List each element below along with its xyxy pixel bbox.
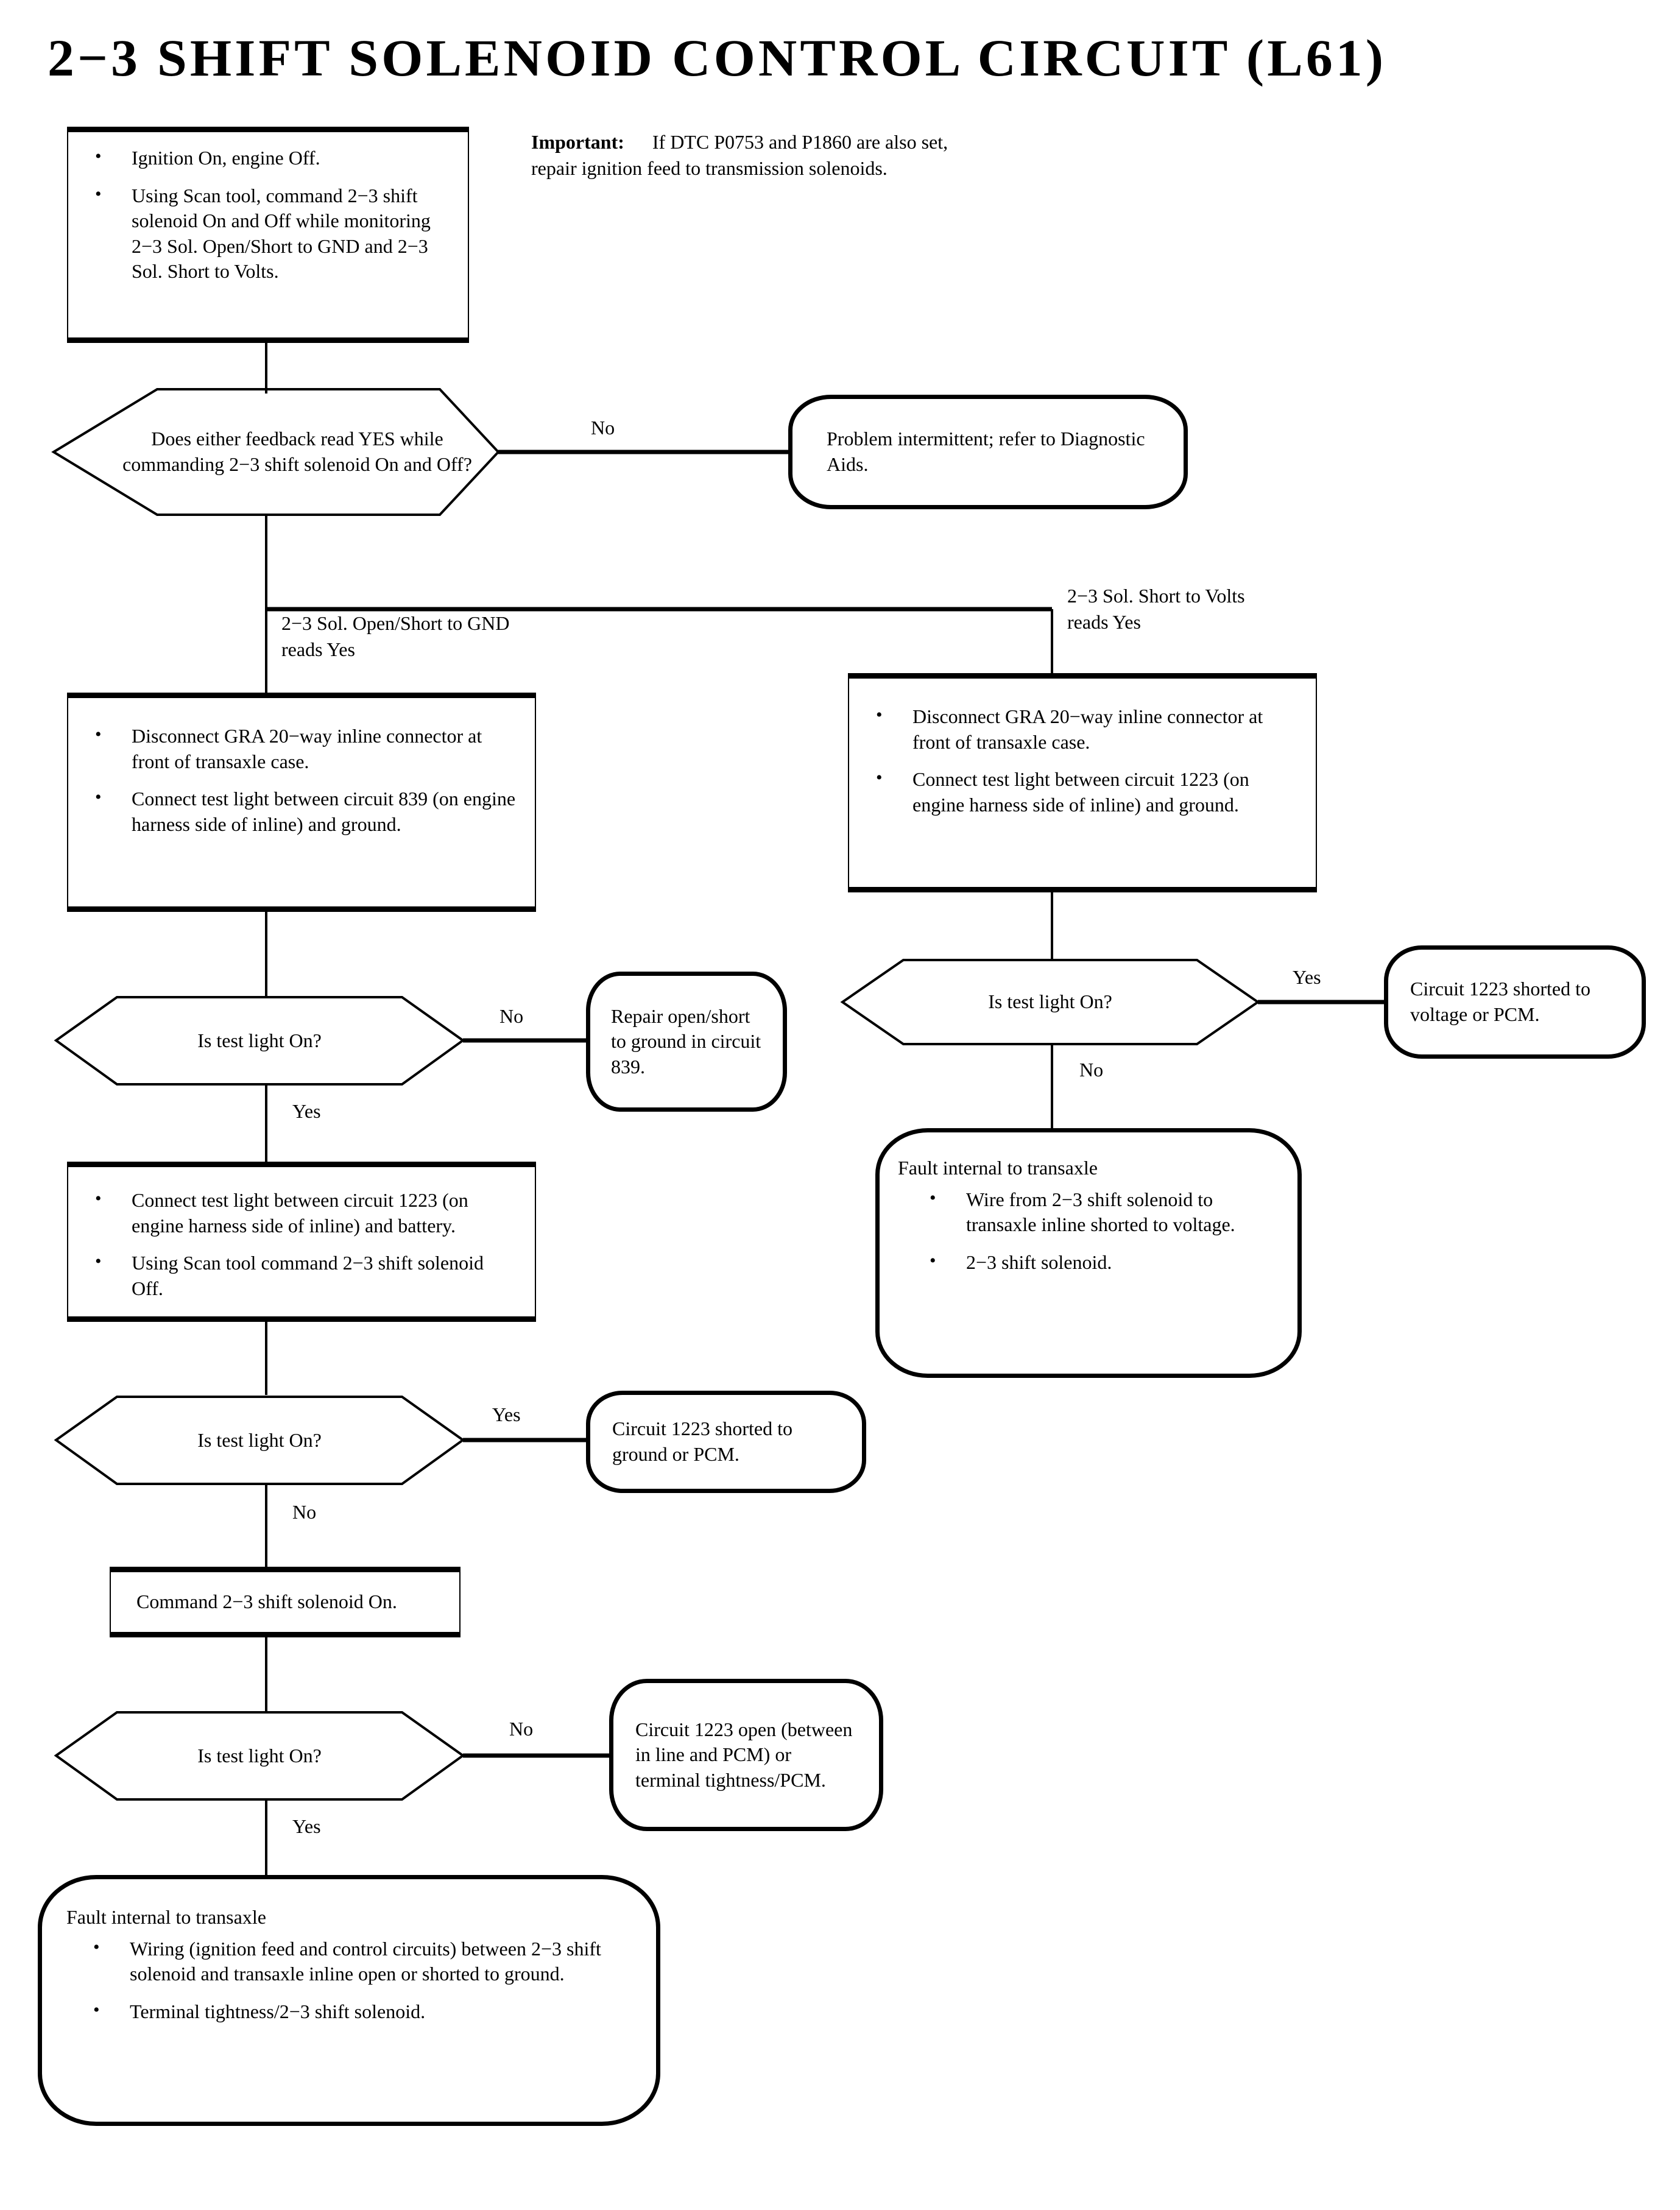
left-disconnect-bullets: Disconnect GRA 20−way inline connector a… — [84, 722, 519, 837]
terminal-label: Circuit 1223 open (between in line and P… — [635, 1718, 853, 1791]
decision-label: Is test light On? — [197, 1744, 322, 1767]
edge-label-branch-gnd: 2−3 Sol. Open/Short to GND reads Yes — [281, 610, 510, 663]
node-fault-right[interactable]: Fault internal to transaxle Wire from 2−… — [875, 1128, 1302, 1378]
edge-label-left1-no: No — [499, 1006, 523, 1026]
edge-text: Yes — [1293, 966, 1321, 988]
fault-bottom-bullets: Wiring (ignition feed and control circui… — [66, 1935, 632, 2025]
decision-label: Is test light On? — [197, 1428, 322, 1451]
edge-text: No — [499, 1005, 524, 1027]
edge-text: No — [591, 417, 615, 439]
node-left-connect-battery[interactable]: Connect test light between circuit 1223 … — [67, 1162, 536, 1322]
edge-text: No — [292, 1501, 317, 1523]
node-left-decision-2[interactable]: Is test light On? — [117, 1397, 402, 1484]
list-item: 2−3 shift solenoid. — [919, 1249, 1279, 1276]
start-bullets: Ignition On, engine Off. Using Scan tool… — [84, 144, 452, 284]
decision-label: Does either feedback read YES while comm… — [122, 428, 472, 475]
node-repair-839[interactable]: Repair open/short to ground in circuit 8… — [586, 972, 787, 1112]
edge-label-right1-no: No — [1079, 1060, 1103, 1079]
list-item: Connect test light between circuit 839 (… — [84, 785, 519, 837]
list-item: Wiring (ignition feed and control circui… — [82, 1935, 632, 1987]
edge-label-left2-yes: Yes — [492, 1405, 521, 1424]
important-label: Important: — [531, 131, 624, 153]
edge-label-no-feedback: No — [591, 418, 615, 437]
terminal-label: Circuit 1223 shorted to ground or PCM. — [612, 1417, 792, 1465]
terminal-label: Repair open/short to ground in circuit 8… — [611, 1004, 761, 1078]
edge-label-left3-yes: Yes — [292, 1816, 321, 1836]
list-item: Wire from 2−3 shift solenoid to transaxl… — [919, 1186, 1279, 1238]
node-fault-bottom[interactable]: Fault internal to transaxle Wiring (igni… — [38, 1875, 660, 2126]
list-item: Ignition On, engine Off. — [84, 144, 452, 171]
important-line-2: repair ignition feed to transmission sol… — [531, 157, 888, 179]
edge-text: Yes — [292, 1100, 321, 1122]
node-open-1223[interactable]: Circuit 1223 open (between in line and P… — [609, 1679, 883, 1831]
node-short-to-voltage[interactable]: Circuit 1223 shorted to voltage or PCM. — [1384, 945, 1646, 1059]
list-item: Connect test light between circuit 1223 … — [865, 766, 1300, 817]
edge-label-left3-no: No — [509, 1719, 533, 1739]
edge-text: Yes — [492, 1403, 521, 1425]
list-item: Terminal tightness/2−3 shift solenoid. — [82, 1998, 632, 2025]
decision-label: Is test light On? — [988, 990, 1112, 1013]
edge-label-branch-volts: 2−3 Sol. Short to Volts reads Yes — [1067, 583, 1245, 635]
terminal-label: Problem intermittent; refer to Diagnosti… — [827, 428, 1145, 475]
process-label: Command 2−3 shift solenoid On. — [136, 1590, 397, 1613]
edge-text: No — [1079, 1059, 1104, 1081]
edge-text-line2: reads Yes — [1067, 610, 1141, 633]
edge-text: No — [509, 1718, 534, 1740]
node-start[interactable]: Ignition On, engine Off. Using Scan tool… — [67, 127, 469, 343]
fault-bottom-header: Fault internal to transaxle — [66, 1906, 266, 1928]
edge-label-left1-yes: Yes — [292, 1101, 321, 1121]
list-item: Using Scan tool, command 2−3 shift solen… — [84, 182, 452, 284]
node-command-on[interactable]: Command 2−3 shift solenoid On. — [110, 1567, 461, 1637]
node-short-to-ground[interactable]: Circuit 1223 shorted to ground or PCM. — [586, 1391, 866, 1493]
list-item: Using Scan tool command 2−3 shift soleno… — [84, 1249, 519, 1301]
list-item: Connect test light between circuit 1223 … — [84, 1187, 519, 1238]
list-item: Disconnect GRA 20−way inline connector a… — [84, 722, 519, 774]
node-problem-intermittent[interactable]: Problem intermittent; refer to Diagnosti… — [788, 395, 1188, 509]
node-left-disconnect[interactable]: Disconnect GRA 20−way inline connector a… — [67, 693, 536, 912]
edge-label-right1-yes: Yes — [1293, 967, 1321, 987]
decision-label: Is test light On? — [197, 1029, 322, 1051]
edge-text-line1: 2−3 Sol. Open/Short to GND — [281, 612, 510, 634]
node-right-disconnect[interactable]: Disconnect GRA 20−way inline connector a… — [848, 673, 1317, 892]
edge-label-left2-no: No — [292, 1502, 316, 1522]
node-decision-feedback[interactable]: Does either feedback read YES while comm… — [121, 397, 474, 507]
terminal-label: Circuit 1223 shorted to voltage or PCM. — [1410, 978, 1590, 1025]
important-line-1: If DTC P0753 and P1860 are also set, — [652, 131, 948, 153]
right-disconnect-bullets: Disconnect GRA 20−way inline connector a… — [865, 703, 1300, 817]
fault-right-bullets: Wire from 2−3 shift solenoid to transaxl… — [898, 1186, 1279, 1276]
edge-text-line2: reads Yes — [281, 638, 355, 660]
list-item: Disconnect GRA 20−way inline connector a… — [865, 703, 1300, 755]
node-left-decision-3[interactable]: Is test light On? — [117, 1712, 402, 1799]
page-title: 2−3 SHIFT SOLENOID CONTROL CIRCUIT (L61) — [48, 29, 1387, 87]
edge-text-line1: 2−3 Sol. Short to Volts — [1067, 585, 1245, 607]
edge-text: Yes — [292, 1815, 321, 1837]
node-right-decision-1[interactable]: Is test light On? — [903, 960, 1197, 1044]
fault-right-header: Fault internal to transaxle — [898, 1157, 1098, 1179]
connect-battery-bullets: Connect test light between circuit 1223 … — [84, 1187, 519, 1301]
important-note: Important: If DTC P0753 and P1860 are als… — [531, 129, 1201, 182]
node-left-decision-1[interactable]: Is test light On? — [117, 997, 402, 1084]
